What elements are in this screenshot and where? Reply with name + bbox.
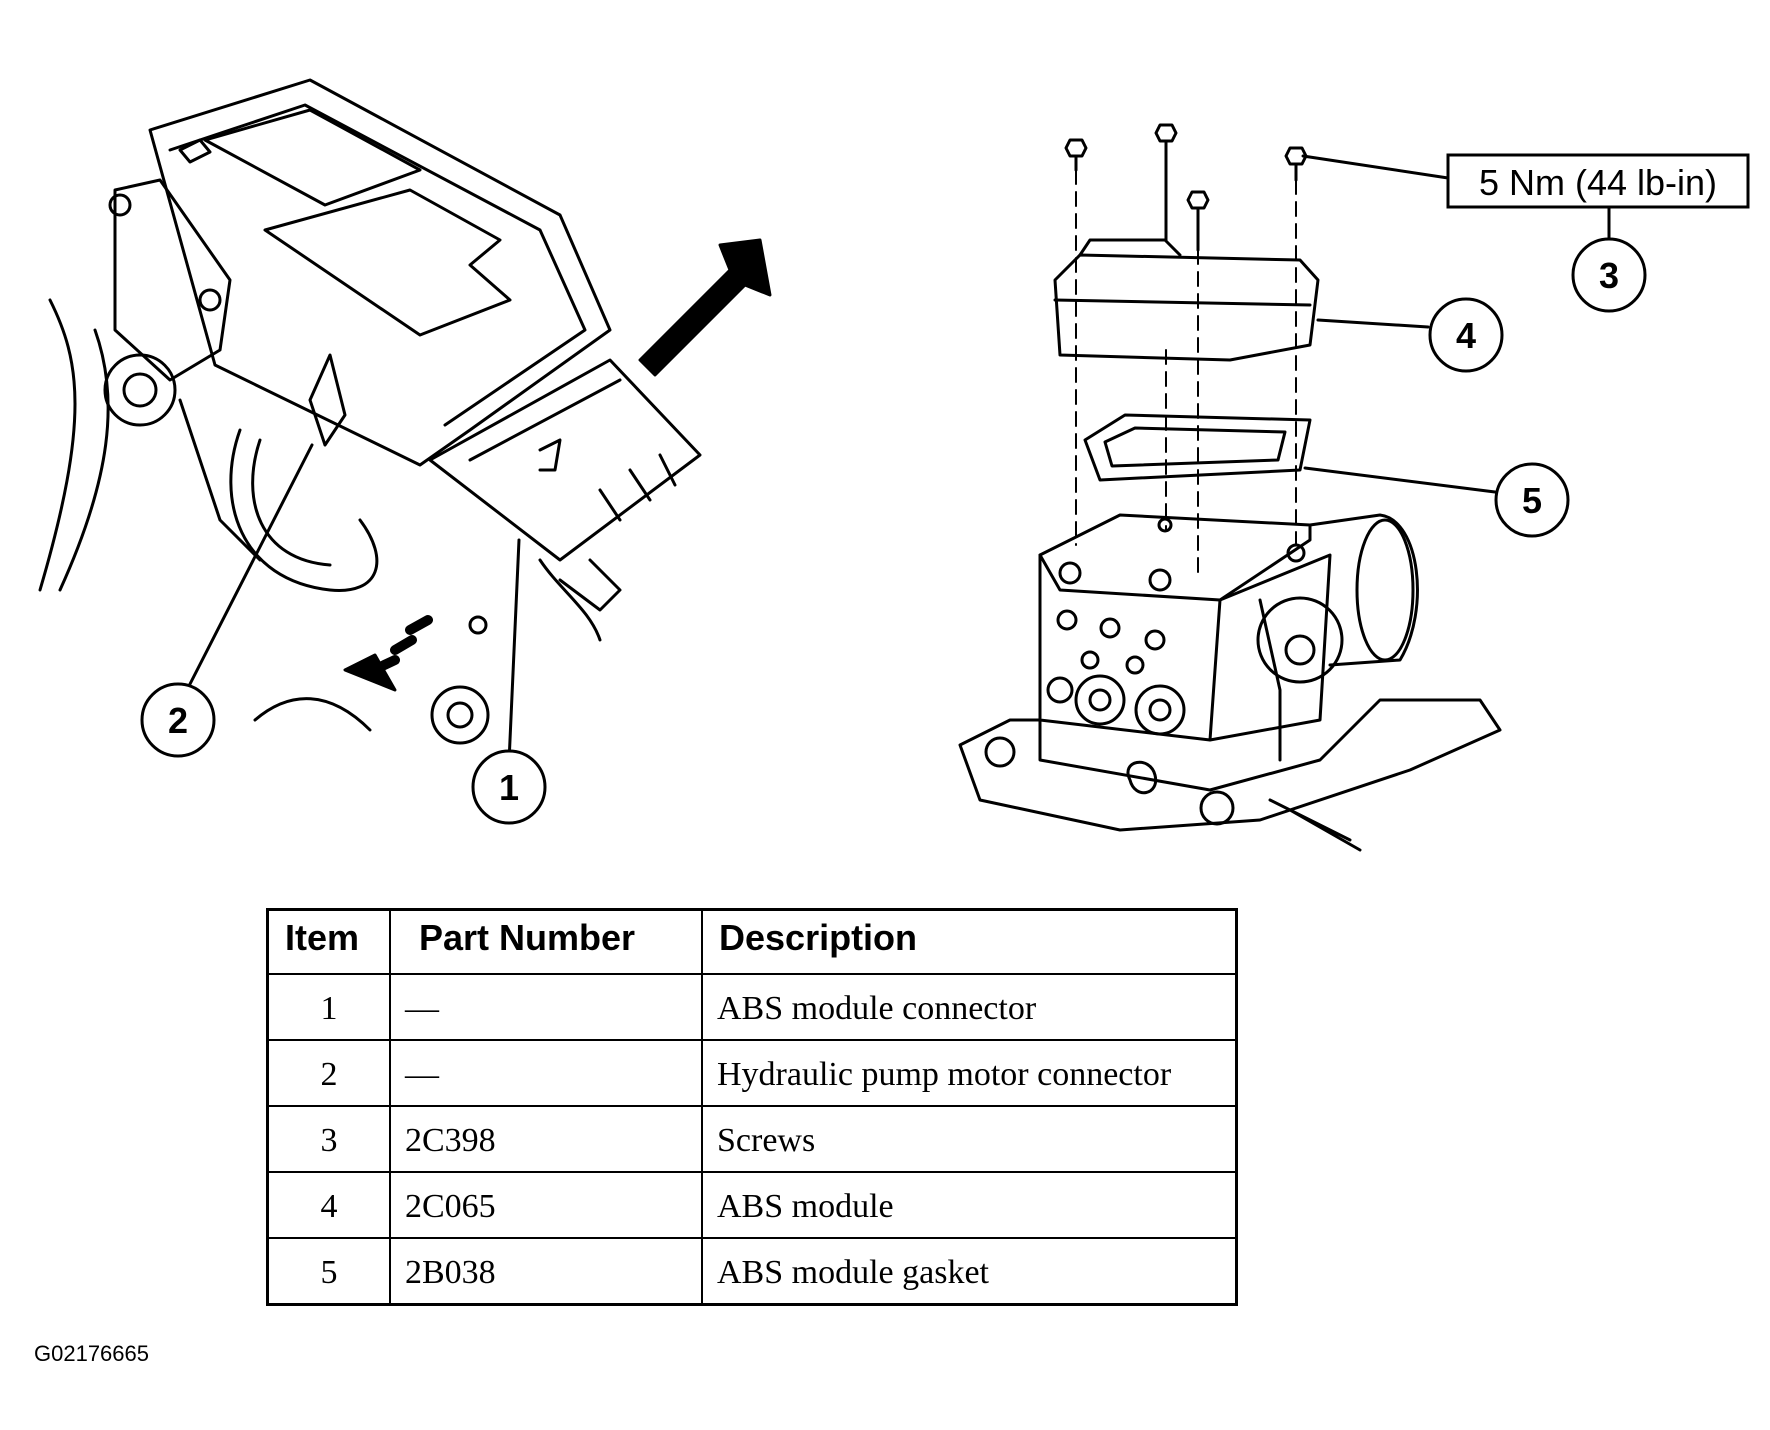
torque-spec-label: 5 Nm (44 lb-in): [1479, 162, 1717, 203]
cell-item: 3: [266, 1105, 391, 1173]
table-row: 4 2C065 ABS module: [266, 1171, 1238, 1239]
callout-3-label: 3: [1599, 255, 1619, 296]
cell-part-number: —: [389, 1039, 703, 1107]
cell-description: Screws: [701, 1105, 1238, 1173]
table-row: 5 2B038 ABS module gasket: [266, 1237, 1238, 1306]
cell-item: 5: [266, 1237, 391, 1306]
callout-1-label: 1: [499, 767, 519, 808]
table-row: 2 — Hydraulic pump motor connector: [266, 1039, 1238, 1107]
col-header-description: Description: [701, 908, 1238, 975]
cell-description: ABS module connector: [701, 973, 1238, 1041]
callout-5-label: 5: [1522, 480, 1542, 521]
callout-5-circle: [1494, 462, 1570, 538]
callout-2-circle: [140, 682, 216, 758]
torque-spec-box: [1446, 153, 1750, 209]
callout-4-label: 4: [1456, 315, 1476, 356]
cell-description: Hydraulic pump motor connector: [701, 1039, 1238, 1107]
callout-2-label: 2: [168, 700, 188, 741]
callout-3-circle: [1571, 237, 1647, 313]
table-header-row: Item Part Number Description: [266, 908, 1238, 975]
cell-description: ABS module gasket: [701, 1237, 1238, 1306]
cell-part-number: —: [389, 973, 703, 1041]
screws: [1064, 123, 1308, 252]
removal-arrows: [343, 238, 772, 692]
cell-item: 4: [266, 1171, 391, 1239]
cell-part-number: 2C398: [389, 1105, 703, 1173]
cell-description: ABS module: [701, 1171, 1238, 1239]
table-row: 3 2C398 Screws: [266, 1105, 1238, 1173]
exploded-view-illustration: 1 2 3 4 5 5 Nm (44 lb-in): [38, 78, 1750, 852]
installed-abs-module-drawing: [38, 78, 702, 745]
col-header-part-number: Part Number: [389, 908, 703, 975]
exploded-hcu-drawing: [958, 123, 1502, 852]
cell-item: 1: [266, 973, 391, 1041]
col-header-item: Item: [266, 908, 391, 975]
callout-4-circle: [1428, 297, 1504, 373]
table-row: 1 — ABS module connector: [266, 973, 1238, 1041]
cell-part-number: 2B038: [389, 1237, 703, 1306]
cell-item: 2: [266, 1039, 391, 1107]
callout-1-circle: [471, 749, 547, 825]
cell-part-number: 2C065: [389, 1171, 703, 1239]
figure-code: G02176665: [34, 1341, 149, 1366]
parts-table: Item Part Number Description 1 — ABS mod…: [266, 908, 1238, 1306]
